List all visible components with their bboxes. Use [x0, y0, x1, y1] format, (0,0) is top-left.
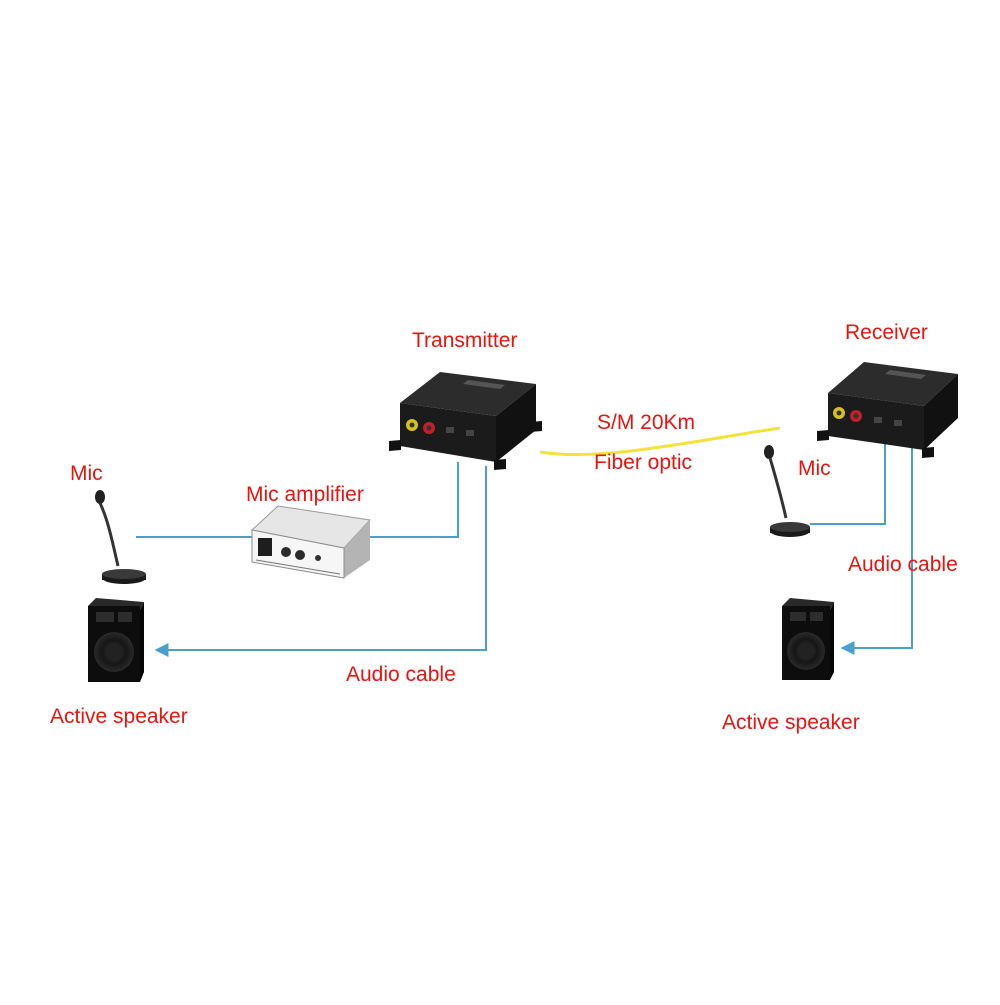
mic-amplifier-device: [250, 505, 372, 579]
label-receiver: Receiver: [845, 321, 928, 344]
mic-right-device: [764, 445, 810, 537]
label-mic-amplifier: Mic amplifier: [246, 483, 364, 506]
label-fiber-type: Fiber optic: [594, 451, 693, 474]
mic-left-device: [95, 490, 146, 584]
label-active-speaker-left: Active speaker: [50, 705, 188, 728]
transmitter-device: [389, 372, 542, 470]
cable-receiver-to-speaker: [840, 442, 913, 655]
cable-mic-to-receiver: [810, 442, 886, 525]
label-mic-left: Mic: [70, 462, 103, 485]
label-fiber-distance: S/M 20Km: [597, 411, 696, 434]
label-audio-cable-left: Audio cable: [346, 663, 456, 686]
fiber-optic-cable: [539, 426, 781, 457]
cable-amplifier-to-transmitter: [370, 462, 459, 538]
label-audio-cable-right: Audio cable: [848, 553, 958, 576]
label-active-speaker-right: Active speaker: [722, 711, 860, 734]
speaker-right-device: [782, 598, 834, 680]
cable-transmitter-to-speaker: [154, 466, 487, 657]
label-transmitter: Transmitter: [412, 329, 518, 352]
speaker-left-device: [88, 598, 144, 682]
receiver-device: [817, 362, 958, 458]
label-mic-right: Mic: [798, 457, 831, 480]
